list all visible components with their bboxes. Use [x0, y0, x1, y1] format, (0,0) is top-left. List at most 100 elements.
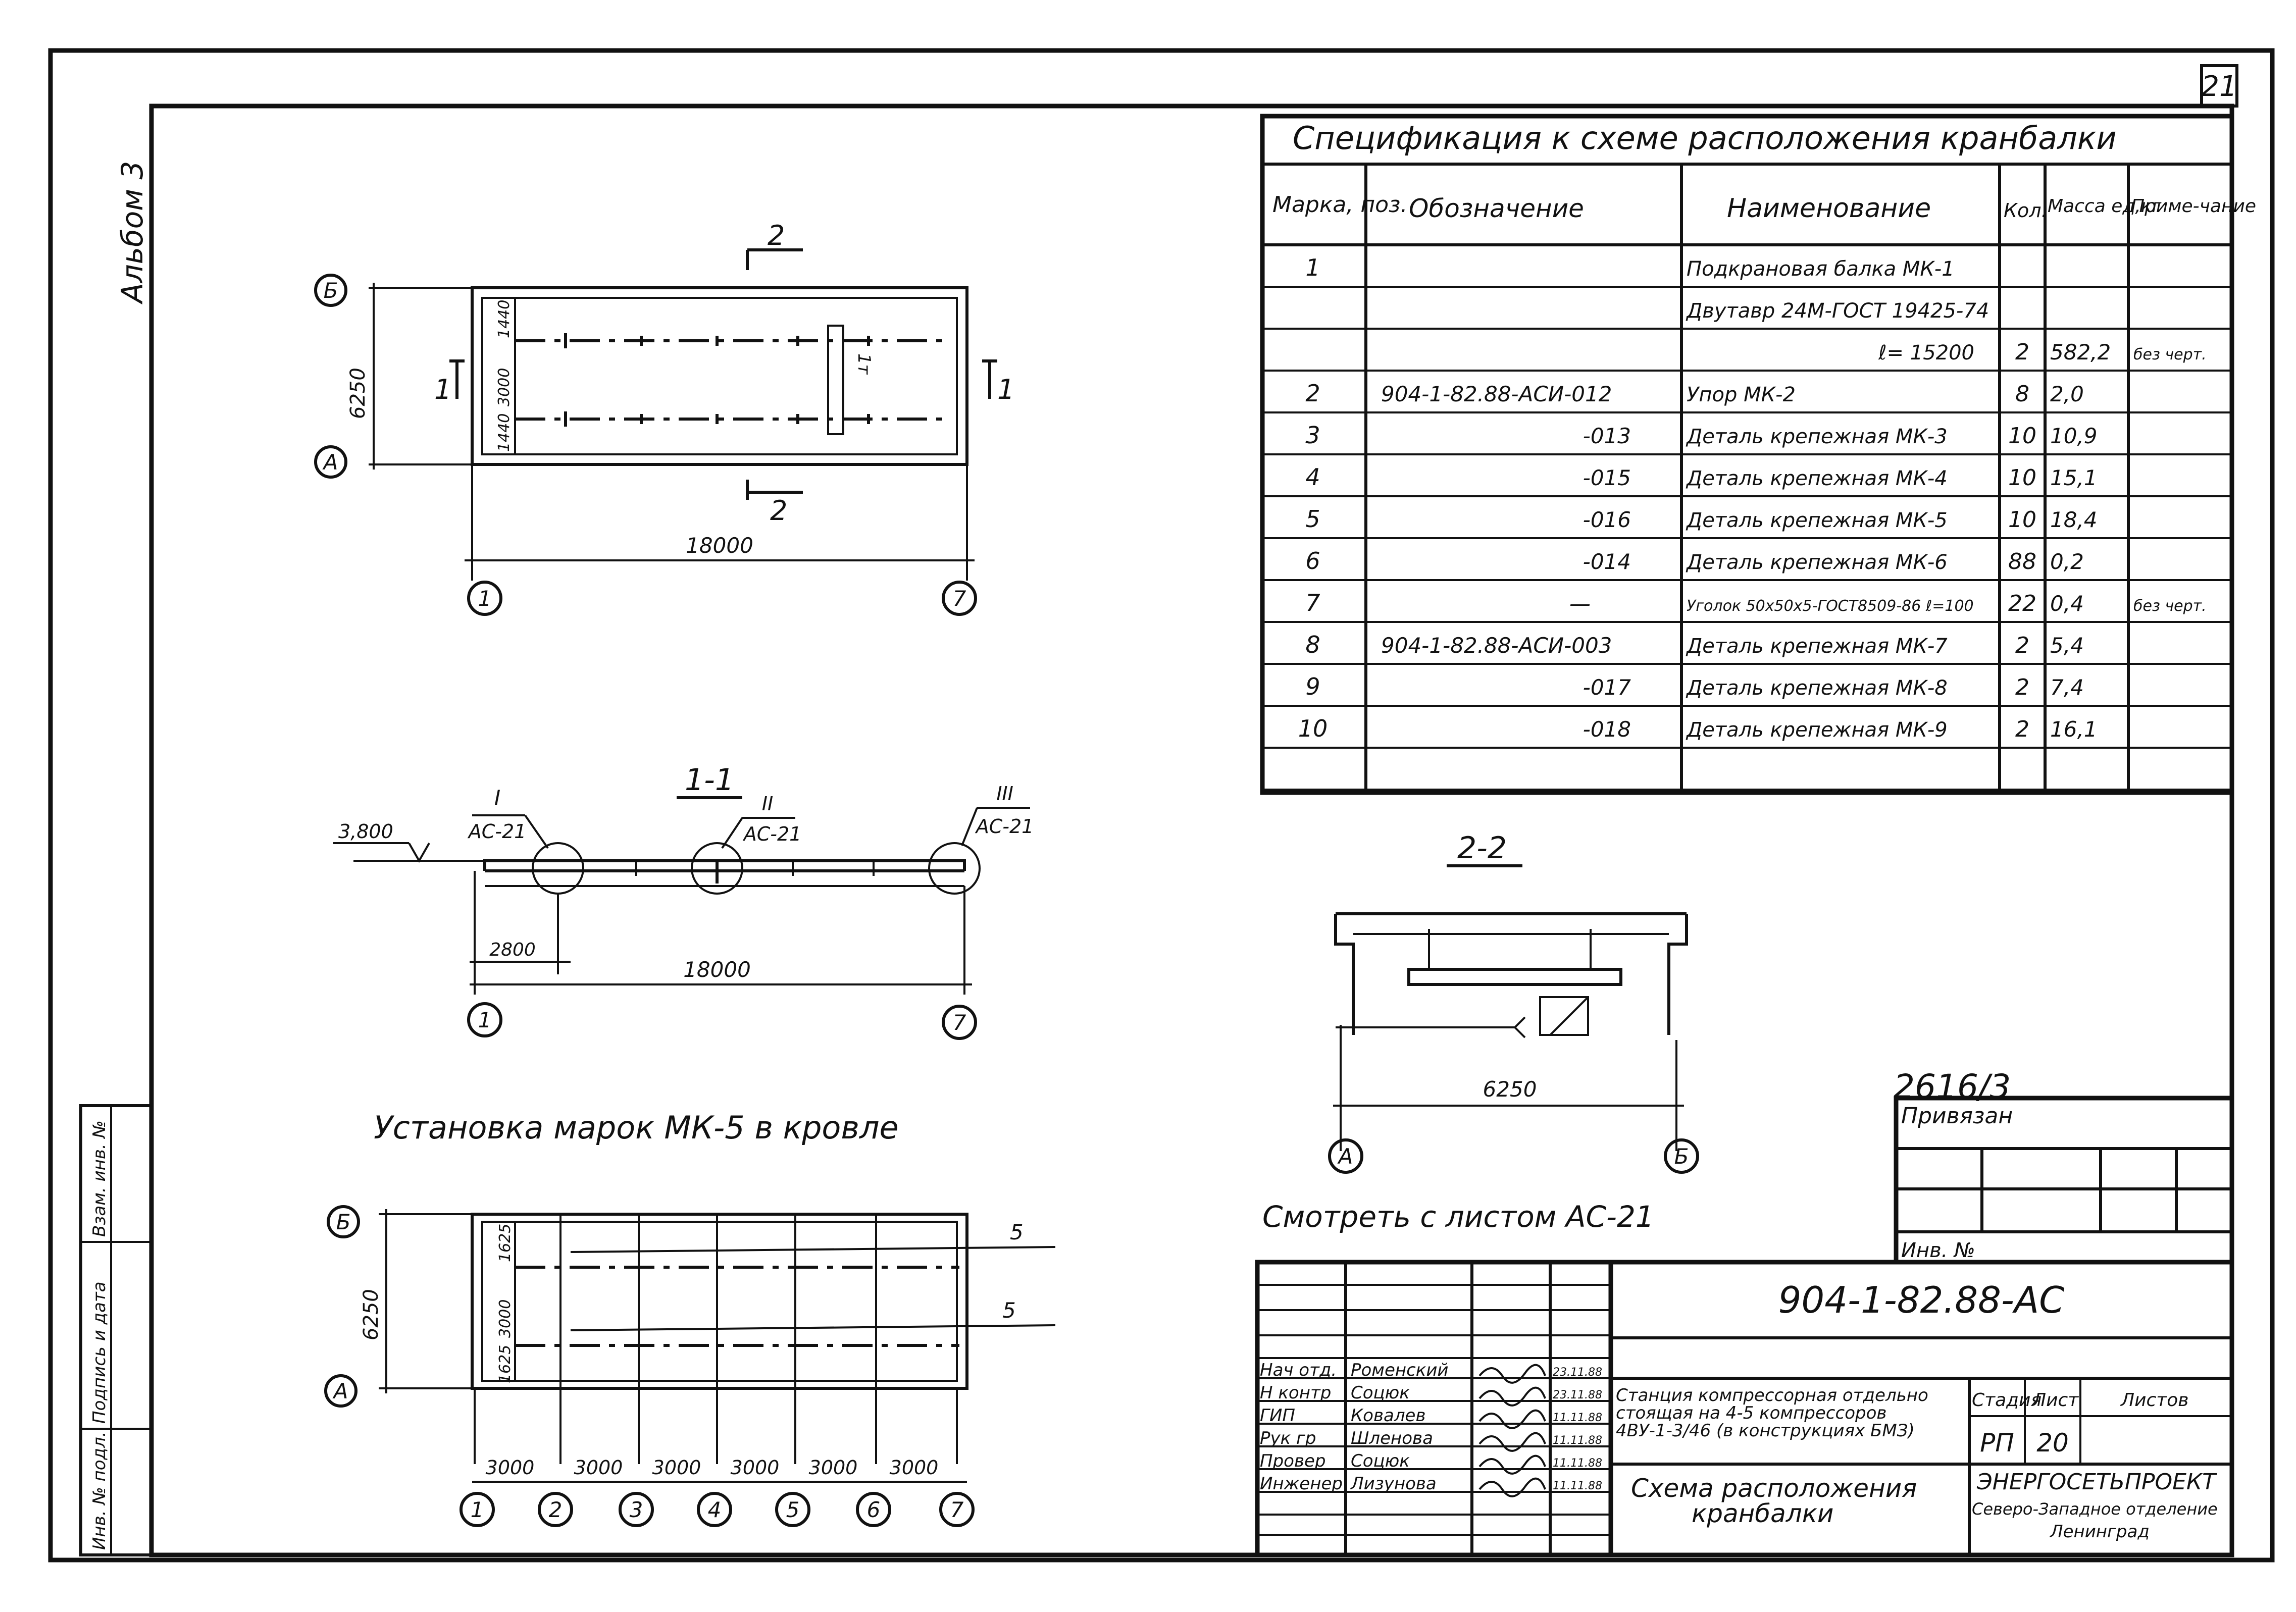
spec-header-name: Наименование [1727, 193, 1931, 224]
spec-cell: -015 [1583, 465, 1631, 490]
binding-label: Привязан [1901, 1103, 2013, 1129]
tb-sheet: 20 [2036, 1428, 2069, 1458]
spec-cell: 22 [2008, 591, 2036, 616]
roof-axis-6: 6 [867, 1497, 881, 1522]
sec11-dim-small: 2800 [489, 940, 536, 960]
tb-role-date: 23.11.88 [1553, 1389, 1602, 1401]
sec11-axis-7: 7 [953, 1010, 966, 1035]
sheet-number: 21 [2201, 70, 2237, 103]
roof-plan: Установка марок МК-5 в кровле 5 5 1625 3… [324, 1109, 1056, 1527]
spec-cell: Подкрановая балка МК-1 [1687, 257, 1955, 281]
roof-leader-2: 5 [1002, 1298, 1016, 1323]
tb-stage: РП [1980, 1428, 2014, 1458]
spec-cell: 10 [1298, 715, 1328, 742]
plan-dim-v1: 1440 [495, 300, 513, 338]
side-stamp-replace: Взам. инв. № [89, 1120, 110, 1237]
spec-cell: 10,9 [2050, 424, 2098, 448]
roof-axis-4: 4 [708, 1497, 722, 1522]
sec22-title: 2-2 [1457, 830, 1507, 866]
tb-role-name: Лизунова [1350, 1474, 1437, 1494]
plan-inner-mark: 1т [854, 353, 874, 375]
tb-signature [1478, 1454, 1546, 1475]
spec-cell: 2 [2015, 339, 2029, 365]
sheet-number-box [2200, 64, 2238, 108]
tb-role-name: Шленова [1351, 1428, 1433, 1448]
plan-axis-7: 7 [953, 586, 966, 611]
tb-signature [1478, 1432, 1546, 1452]
spec-cell: 2,0 [2050, 382, 2084, 406]
roof-height-dim: 6250 [360, 1289, 383, 1340]
sec11-callout1-sheet: АС-21 [467, 820, 527, 843]
side-stamp-sign: Подпись и дата [89, 1281, 110, 1424]
spec-cell: 16,1 [2050, 717, 2098, 742]
tb-role: ГИП [1260, 1406, 1295, 1426]
spec-header-mark: Марка, поз. [1272, 192, 1407, 218]
spec-cell: 9 [1305, 673, 1320, 700]
sec22-dim: 6250 [1483, 1077, 1537, 1102]
tb-role-date: 11.11.88 [1553, 1412, 1602, 1424]
spec-cell: 2 [2015, 633, 2029, 658]
spec-cell: Уголок 50х50х5-ГОСТ8509-86 ℓ=100 [1687, 597, 1974, 615]
tb-signature [1478, 1409, 1546, 1429]
spec-table: Спецификация к схеме расположения кранба… [1260, 114, 2256, 795]
binding-stamp: 2616/3 Привязан Инв. № [1894, 1067, 2234, 1265]
plan-axis-1: 1 [478, 586, 492, 611]
spec-cell: 10 [2008, 465, 2036, 491]
album-label: Альбом 3 [115, 161, 149, 305]
tb-signature [1478, 1386, 1546, 1407]
spec-cell: -013 [1583, 424, 1631, 448]
tb-role-date: 11.11.88 [1553, 1434, 1602, 1447]
tb-project-desc-2: стоящая на 4-5 компрессоров [1616, 1403, 1886, 1423]
tb-role-name: Ковалев [1351, 1406, 1426, 1426]
roof-dim-v1: 1625 [496, 1224, 514, 1262]
spec-cell: 7,4 [2050, 675, 2084, 700]
roof-dim-v2: 3000 [496, 1299, 514, 1338]
spec-cell: 5 [1305, 505, 1320, 533]
spec-cell: -014 [1583, 549, 1631, 574]
tb-role-name: Соцюк [1351, 1383, 1410, 1403]
roof-title: Установка марок МК-5 в кровле [374, 1109, 899, 1146]
roof-leader-1: 5 [1010, 1220, 1024, 1244]
roof-axis-b: Б [336, 1210, 351, 1234]
side-stamp: Инв. № подл. Подпись и дата Взам. инв. № [79, 1104, 153, 1556]
tb-doc-code: 904-1-82.88-АС [1778, 1279, 2065, 1321]
spec-cell: 582,2 [2050, 340, 2111, 365]
spec-cell: Деталь крепежная МК-5 [1686, 509, 1948, 532]
plan-sec2-bottom: 2 [770, 495, 787, 527]
spec-cell: -018 [1583, 717, 1631, 742]
binding-inv-label: Инв. № [1901, 1239, 1975, 1262]
plan-sec1-right: 1 [997, 374, 1014, 405]
spec-cell: Деталь крепежная МК-9 [1686, 718, 1948, 742]
spec-cell: 1 [1305, 254, 1320, 281]
spec-cell: -016 [1583, 507, 1631, 532]
plan-dim-v3: 1440 [495, 413, 513, 452]
tb-org-3: Ленинград [2049, 1522, 2150, 1542]
side-stamp-inv: Инв. № подл. [89, 1431, 110, 1550]
tb-role-name: Соцюк [1351, 1451, 1410, 1471]
spec-header-mass: Масса ед,кг [2048, 196, 2162, 217]
tb-role: Нач отд. [1260, 1360, 1337, 1380]
tb-role: Н контр [1260, 1383, 1331, 1403]
spec-cell: 2 [2015, 674, 2029, 700]
tb-role: Провер [1260, 1451, 1326, 1471]
spec-cell: без черт. [2133, 597, 2207, 615]
tb-drawing-name-1: Схема расположения [1631, 1474, 1917, 1503]
plan-sec1-left: 1 [434, 374, 451, 405]
section-2-2: 2-2 6250 А Б [1328, 830, 1699, 1174]
tb-sheets-label: Листов [2120, 1390, 2188, 1411]
spec-cell: 18,4 [2050, 507, 2098, 532]
roof-dim-h1: 3000 [486, 1457, 535, 1479]
sec11-callout2-num: II [762, 793, 773, 815]
tb-role-date: 23.11.88 [1553, 1366, 1602, 1379]
roof-axis-1: 1 [471, 1497, 484, 1522]
spec-cell: Деталь крепежная МК-3 [1686, 425, 1948, 448]
plan-width-dim: 18000 [686, 533, 753, 558]
plan-view: 1т 1440 3000 1440 6250 Б А 18000 1 7 1 1 [314, 220, 1014, 616]
spec-cell: 2 [1305, 380, 1320, 407]
spec-title: Спецификация к схеме расположения кранба… [1293, 120, 2117, 157]
roof-dim-v3: 1625 [496, 1345, 514, 1383]
roof-axis-7: 7 [950, 1497, 964, 1522]
